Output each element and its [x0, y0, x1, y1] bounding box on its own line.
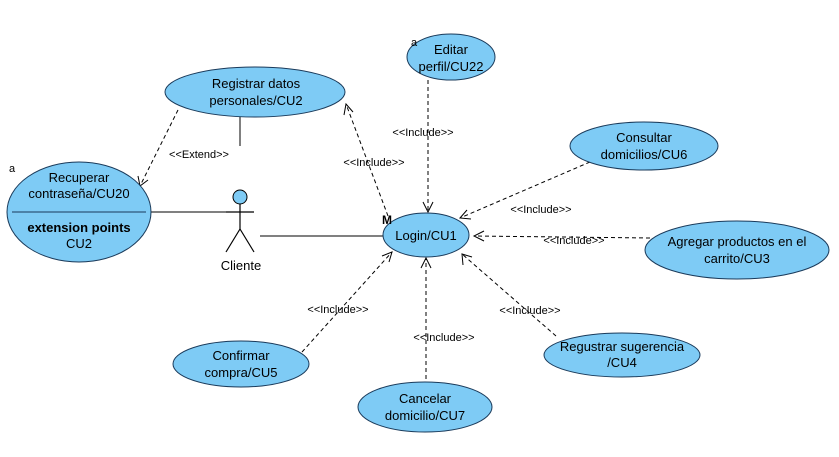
- usecase-label-line1: Registrar datos: [212, 76, 301, 91]
- include-login-registrar: [343, 102, 389, 217]
- usecase-cancelar-domicilio[interactable]: Cancelar domicilio/CU7: [357, 381, 493, 433]
- login-marker: M: [382, 213, 392, 227]
- usecase-confirmar-compra[interactable]: Confirmar compra/CU5: [172, 340, 310, 388]
- usecase-consultar-domicilios[interactable]: Consultar domicilios/CU6: [569, 121, 719, 171]
- extend-label: <<Extend>>: [169, 149, 229, 161]
- usecase-label-line1: Editar: [434, 42, 469, 57]
- usecase-agregar-productos[interactable]: Agregar productos en el carrito/CU3: [644, 220, 830, 280]
- usecase-label-line1: Regustrar sugerencia: [560, 339, 685, 354]
- usecase-label-line2: personales/CU2: [209, 93, 302, 108]
- usecase-label-line2: /CU4: [607, 355, 637, 370]
- usecase-registrar-sugerencia[interactable]: Regustrar sugerencia /CU4: [543, 332, 701, 378]
- abstract-marker-editar: a: [411, 37, 418, 49]
- usecase-label-line2: carrito/CU3: [704, 251, 770, 266]
- include-label-editar: <<Include>>: [392, 127, 453, 139]
- usecase-label-line1: Confirmar: [212, 348, 270, 363]
- include-consultar-login: [458, 161, 591, 220]
- extension-point-item: CU2: [66, 236, 92, 251]
- usecase-label-line1: Agregar productos en el: [668, 234, 807, 249]
- usecase-label-line2: perfil/CU22: [418, 59, 483, 74]
- usecase-label-line2: contraseña/CU20: [28, 186, 129, 201]
- include-login-editar: [422, 80, 434, 214]
- include-label-confirmar: <<Include>>: [307, 304, 368, 316]
- usecase-label-line1: Consultar: [616, 130, 672, 145]
- usecase-editar-perfil[interactable]: Editar perfil/CU22: [406, 33, 496, 81]
- usecase-label-line2: domicilios/CU6: [601, 147, 688, 162]
- usecase-recuperar-contrasena[interactable]: Recuperar contraseña/CU20 extension poin…: [6, 161, 152, 263]
- include-label-agregar: <<Include>>: [543, 235, 604, 247]
- extend-registrar-recuperar: [137, 109, 179, 187]
- actor-cliente[interactable]: Cliente: [221, 189, 261, 273]
- include-cancelar-login: [420, 256, 432, 386]
- usecase-label-line1: Recuperar: [49, 170, 110, 185]
- usecase-label: Login/CU1: [395, 228, 456, 243]
- include-label-sugerencia: <<Include>>: [499, 305, 560, 317]
- include-sugerencia-login: [461, 253, 557, 337]
- usecase-login[interactable]: Login/CU1: [382, 212, 470, 258]
- usecase-label-line1: Cancelar: [399, 391, 452, 406]
- include-agregar-login: [472, 230, 651, 242]
- actor-head: [232, 189, 248, 205]
- usecase-registrar-datos[interactable]: Registrar datos personales/CU2: [164, 66, 346, 118]
- usecase-label-line2: domicilio/CU7: [385, 408, 465, 423]
- include-label-registrar: <<Include>>: [343, 157, 404, 169]
- actor-label: Cliente: [221, 258, 261, 273]
- abstract-marker-recuperar: a: [9, 163, 16, 175]
- include-label-cancelar: <<Include>>: [413, 332, 474, 344]
- include-confirmar-login: [301, 251, 393, 353]
- extension-points-title: extension points: [27, 220, 130, 235]
- usecase-label-line2: compra/CU5: [205, 365, 278, 380]
- include-label-consultar: <<Include>>: [510, 204, 571, 216]
